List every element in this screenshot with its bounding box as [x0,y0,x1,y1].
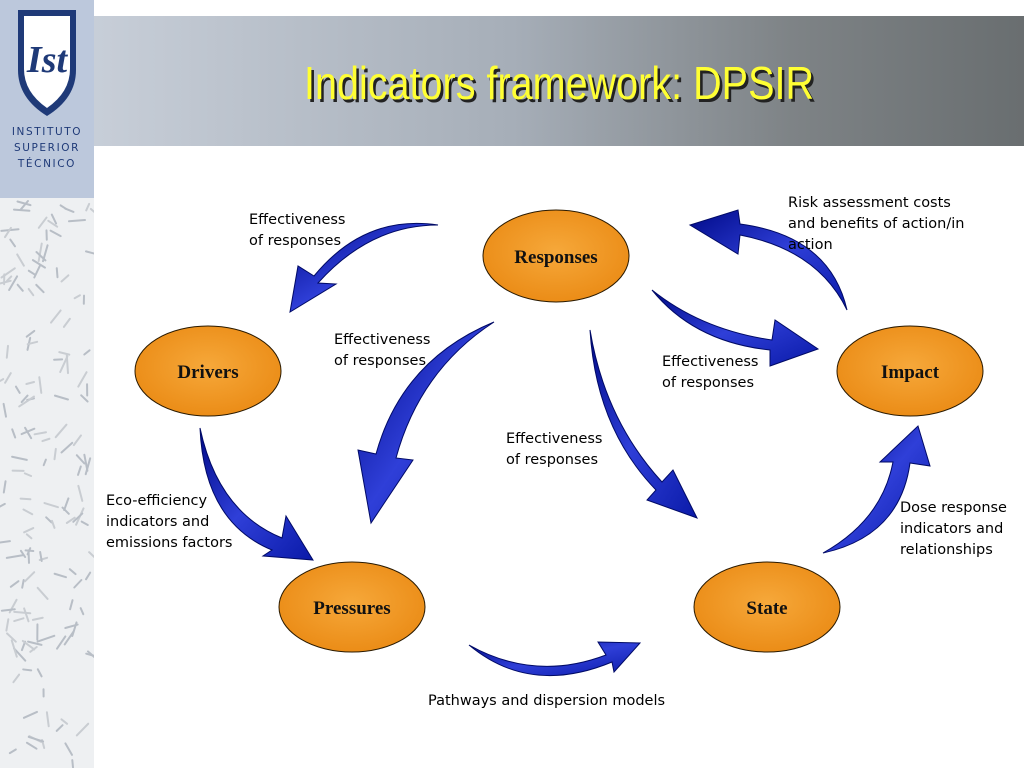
node-responses: Responses [483,210,629,302]
node-impact-label: Impact [881,362,940,383]
node-state-label: State [746,598,787,619]
caption-dose-response: Dose response indicators and relationshi… [900,498,1007,561]
caption-effectiveness-center-right: Effectiveness of responses [662,352,758,394]
caption-effectiveness-top-left: Effectiveness of responses [249,210,345,252]
node-pressures: Pressures [279,562,425,652]
node-drivers-label: Drivers [177,362,238,383]
caption-effectiveness-center: Effectiveness of responses [506,429,602,471]
node-impact: Impact [837,326,983,416]
caption-pathways: Pathways and dispersion models [428,691,665,712]
caption-risk-assessment: Risk assessment costs and benefits of ac… [788,193,964,256]
caption-effectiveness-center-left: Effectiveness of responses [334,330,430,372]
node-drivers: Drivers [135,326,281,416]
arrow-pressures-to-state [469,642,640,676]
node-pressures-label: Pressures [313,598,390,619]
caption-eco-efficiency: Eco-efficiency indicators and emissions … [106,491,232,554]
node-state: State [694,562,840,652]
node-responses-label: Responses [514,247,597,268]
